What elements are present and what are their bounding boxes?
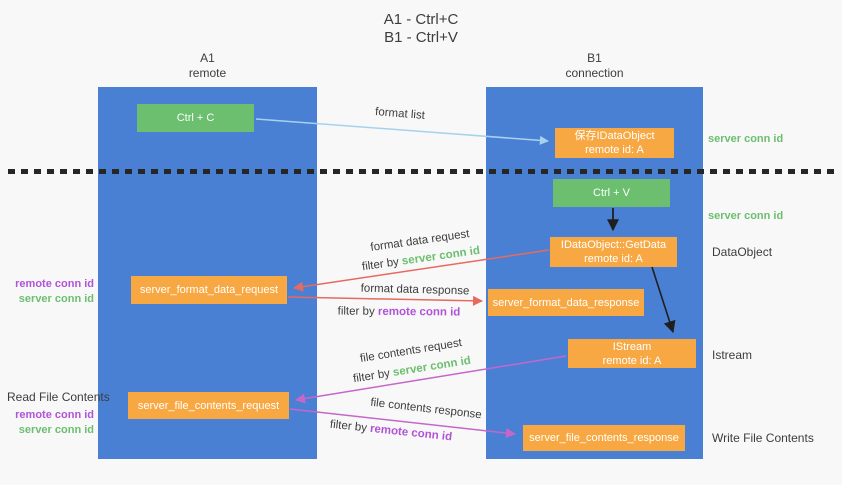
node-save-idataobject-line1: 保存IDataObject (574, 130, 655, 142)
label-server-conn-id-left-2: server conn id (18, 424, 94, 436)
label-server-conn-id-mid: server conn id (708, 210, 784, 222)
node-istream-line1: IStream (612, 340, 652, 353)
remote-conn-id-text: remote conn id (369, 422, 453, 444)
label-istream: Istream (712, 348, 753, 362)
title-line-2: B1 - Ctrl+V (384, 29, 458, 46)
label-format-data-response: format data response (360, 282, 470, 298)
node-format-request-label: server_format_data_request (139, 284, 279, 296)
filter-by-text: filter by (337, 305, 378, 318)
diagram-title: A1 - Ctrl+C B1 - Ctrl+V (0, 11, 842, 47)
node-getdata-line2: remote id: A (584, 253, 643, 265)
arrow-format-data-response (287, 295, 483, 306)
title-line-1: A1 - Ctrl+C (383, 11, 459, 28)
node-file-request-label: server_file_contents_request (137, 399, 280, 412)
conn-id-group-file: remote conn id server conn id (10, 408, 94, 438)
label-filter-by-remote-conn-id-1: filter by remote conn id (338, 305, 461, 318)
server-conn-id-text: server conn id (392, 354, 472, 379)
node-istream-line2: remote id: A (602, 354, 662, 367)
node-server-file-contents-response: server_file_contents_response (523, 425, 685, 451)
label-remote-conn-id-left-2: remote conn id (15, 409, 94, 421)
lane-b1-subtitle: connection (565, 66, 624, 80)
node-file-response-label: server_file_contents_response (529, 432, 679, 444)
session-divider-dashed-line (8, 169, 834, 174)
label-filter-by-remote-conn-id-2: filter by remote conn id (329, 419, 452, 444)
label-remote-conn-id-left-1: remote conn id (15, 278, 94, 290)
lane-a1-subtitle: remote (188, 66, 227, 80)
label-server-conn-id-left-1: server conn id (18, 293, 94, 305)
label-write-file-contents: Write File Contents (712, 431, 814, 445)
lane-header-b1: B1 connection (486, 51, 703, 81)
label-server-conn-id-top: server conn id (708, 133, 784, 145)
server-conn-id-text: server conn id (401, 244, 481, 268)
filter-by-text: filter by (361, 255, 403, 274)
label-read-file-contents: Read File Contents (7, 390, 110, 404)
label-dataobject: DataObject (712, 245, 773, 259)
node-ctrl-v: Ctrl + V (553, 179, 670, 207)
lane-a1-id: A1 (200, 51, 215, 65)
lane-header-a1: A1 remote (98, 51, 317, 81)
node-save-idataobject: 保存IDataObject remote id: A (555, 128, 674, 158)
node-save-idataobject-line2: remote id: A (585, 144, 644, 156)
filter-by-text: filter by (352, 367, 394, 386)
node-ctrl-c-label: Ctrl + C (176, 112, 215, 124)
filter-by-text: filter by (329, 418, 371, 435)
node-format-response-label: server_format_data_response (492, 296, 640, 309)
node-idataobject-getdata: IDataObject::GetData remote id: A (550, 237, 677, 267)
node-server-format-data-response: server_format_data_response (488, 289, 644, 316)
label-format-list: format list (374, 106, 426, 122)
node-server-format-data-request: server_format_data_request (131, 276, 287, 304)
node-ctrl-c: Ctrl + C (137, 104, 254, 132)
conn-id-group-format: remote conn id server conn id (10, 277, 94, 307)
label-file-contents-response: file contents response (369, 396, 483, 422)
node-getdata-line1: IDataObject::GetData (560, 239, 667, 251)
node-ctrl-v-label: Ctrl + V (593, 187, 630, 199)
node-server-file-contents-request: server_file_contents_request (128, 392, 289, 419)
lane-b1-id: B1 (587, 51, 602, 65)
node-istream: IStream remote id: A (568, 339, 696, 368)
remote-conn-id-text: remote conn id (377, 305, 461, 319)
